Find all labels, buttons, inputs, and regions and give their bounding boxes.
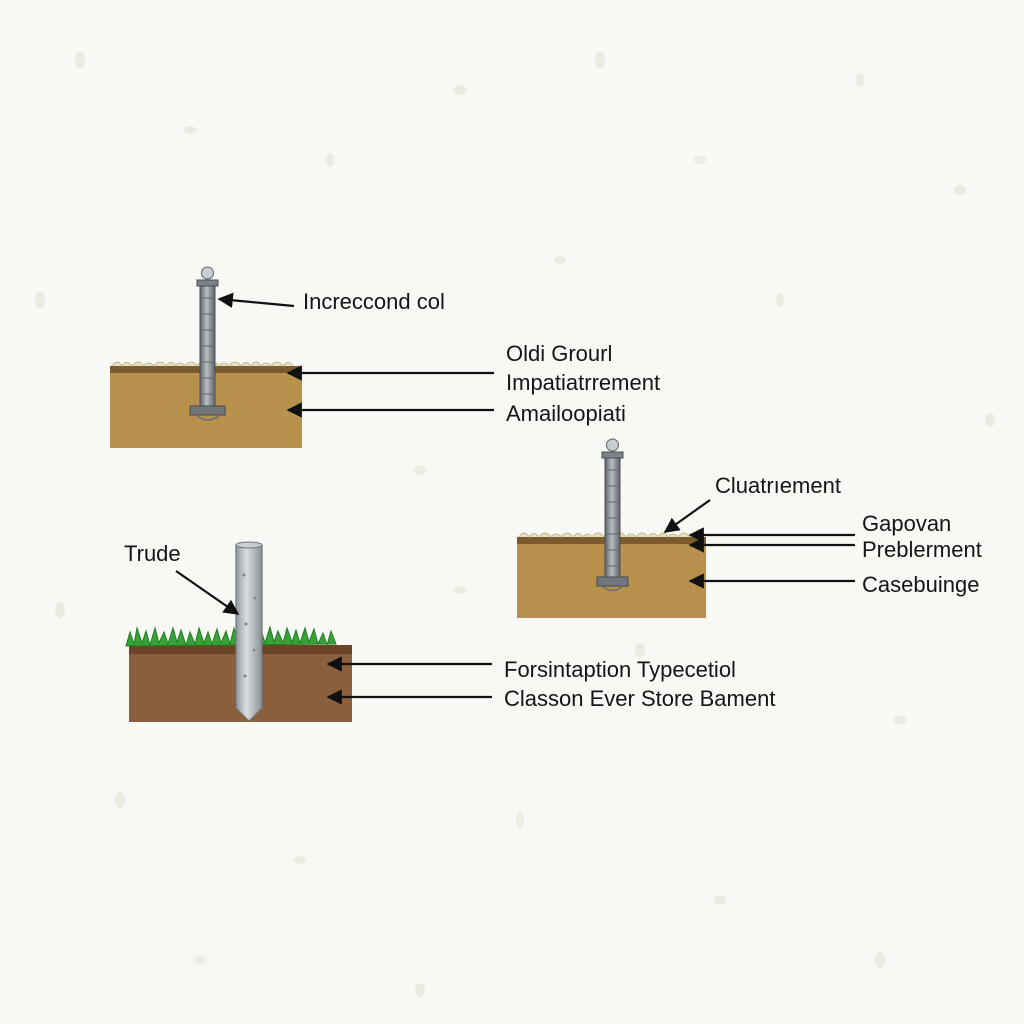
diagram-2: Cluatrıement Gapovan Preblerment Casebui…: [517, 438, 982, 618]
diagram-3: Trude Forsintaption Typecetiol Classon E…: [124, 541, 775, 722]
label-increccond-col: Increccond col: [303, 289, 445, 314]
label-amailoopiati: Amailoopiati: [506, 401, 626, 426]
label-impatiatrrement: Impatiatrrement: [506, 370, 660, 395]
pile-tube-3: [235, 541, 263, 722]
pile-column-2: [596, 438, 629, 592]
background-texture: [35, 52, 995, 997]
label-trude: Trude: [124, 541, 181, 566]
diagram-1: Increccond col Oldi Grourl Impatiatrreme…: [110, 266, 660, 448]
label-casebuinge: Casebuinge: [862, 572, 979, 597]
label-gapovan: Gapovan: [862, 511, 951, 536]
label-oldi-grourl: Oldi Grourl: [506, 341, 612, 366]
grass-surface: [125, 625, 337, 647]
pile-column-1: [189, 266, 226, 421]
label-forsintaption-typecetiol: Forsintaption Typecetiol: [504, 657, 736, 682]
label-classon-ever-store-bament: Classon Ever Store Bament: [504, 686, 775, 711]
label-preblerment: Preblerment: [862, 537, 982, 562]
leader-lines-2: [663, 499, 855, 589]
leader-lines-1: [217, 292, 494, 418]
leader-lines-3: [175, 570, 492, 705]
label-cluatriement: Cluatrıement: [715, 473, 841, 498]
